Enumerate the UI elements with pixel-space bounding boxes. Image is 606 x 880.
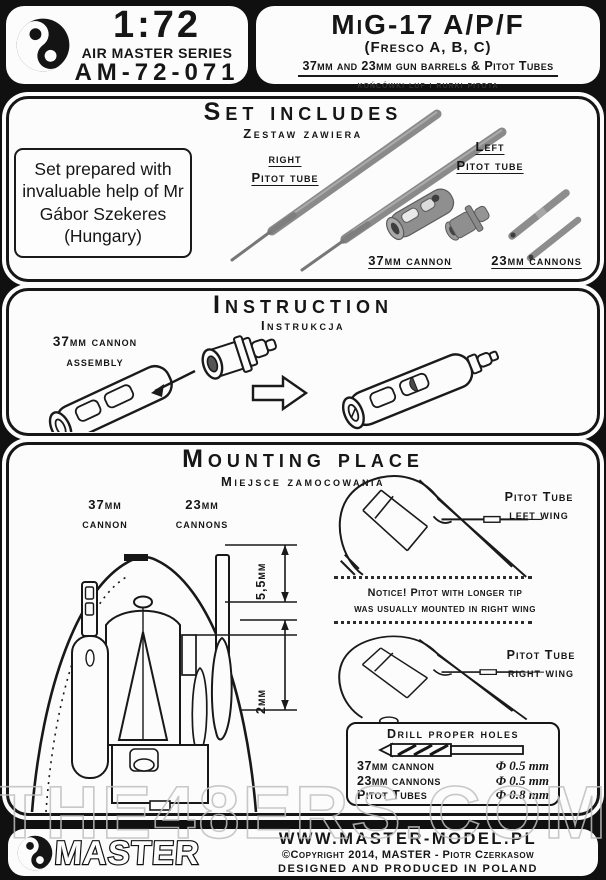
instruction-title-pl: Instrukcja	[260, 318, 346, 333]
mounting-title: Mounting place	[182, 445, 424, 473]
header-right-box: MiG-17 A/P/F (Fresco A, B, C) 37mm and 2…	[256, 6, 600, 91]
master-brand-icon	[16, 18, 70, 72]
assembly-diagram	[48, 335, 500, 432]
set-parts-illustration	[230, 109, 582, 272]
dotted-separator-top	[334, 576, 532, 579]
dimension-2mm: 2mm	[254, 689, 268, 714]
label-right-pitot: right Pitot tube	[251, 151, 319, 185]
drill-bit-icon	[378, 742, 524, 758]
drill-part: 37mm cannon	[357, 759, 435, 773]
website-url: WWW.MASTER-MODEL.PL	[278, 830, 538, 849]
pitot-left-wing-diagram	[338, 475, 543, 578]
series-label: AIR MASTER SERIES	[81, 44, 233, 61]
dimension-5-5mm: 5,5mm	[254, 562, 268, 600]
footer-bar: MASTER WWW.MASTER-MODEL.PL ©Copyright 20…	[8, 829, 598, 876]
drill-diameter: Φ 0.8 mm	[495, 787, 549, 802]
scale-label: 1:72	[112, 3, 202, 46]
mounting-title-pl: Miejsce zamocowania	[221, 474, 385, 489]
label-23mm-cannons: 23mm cannons	[491, 253, 582, 268]
label-mount-23mm: 23mm cannons	[175, 497, 229, 531]
product-variant: (Fresco A, B, C)	[364, 39, 492, 56]
label-37mm-cannon: 37mm cannon	[368, 253, 452, 268]
master-brand-icon	[17, 835, 53, 870]
product-title: MiG-17 A/P/F	[331, 9, 525, 40]
label-37mm-assembly: 37mm cannon assembly	[52, 334, 138, 369]
label-left-pitot: Left Pitot tube	[456, 139, 524, 173]
product-subtitle: 37mm and 23mm gun barrels & Pitot Tubes	[298, 57, 558, 77]
dimension-lines	[195, 544, 297, 711]
drill-diameter: Φ 0.5 mm	[495, 758, 549, 773]
drill-title: Drill proper holes	[387, 727, 519, 741]
product-code: AM-72-071	[74, 58, 240, 86]
footer-text: WWW.MASTER-MODEL.PL ©Copyright 2014, MAS…	[222, 829, 590, 876]
drill-holes-box: Drill proper holes 37mm cannon Φ 0.5 mm …	[346, 722, 560, 806]
credit-note: Set prepared with invaluable help of Mr …	[14, 148, 192, 258]
label-pitot-right-wing: Pitot Tube right wing	[506, 648, 576, 681]
pitot-right-wing-diagram	[338, 635, 544, 727]
drill-row: 23mm cannons Φ 0.5 mm	[357, 772, 549, 789]
svg-text:MASTER: MASTER	[54, 835, 201, 872]
set-includes-title: Set includes	[203, 98, 403, 126]
set-includes-title-pl: Zestaw zawiera	[243, 126, 363, 141]
drill-diameter: Φ 0.5 mm	[495, 772, 549, 788]
header-left-box: 1:72 AIR MASTER SERIES AM-72-071	[6, 6, 248, 84]
dotted-separator-bottom	[334, 621, 532, 624]
label-mount-37mm: 37mm cannon	[82, 497, 128, 531]
product-subtitle-pl: końcówki luf i rurki pitota	[357, 79, 499, 91]
copyright-line: ©Copyright 2014, MASTER - Piotr Czerkaso…	[281, 849, 535, 862]
notice-text: Notice! Pitot with longer tip was usuall…	[354, 587, 536, 616]
drill-row: 37mm cannon Φ 0.5 mm	[357, 758, 549, 774]
instruction-title: Instruction	[213, 291, 393, 319]
drill-part: Pitot Tubes	[357, 788, 428, 802]
master-logotype: MASTER	[54, 833, 202, 872]
nose-cross-section-diagram	[30, 554, 258, 812]
drill-row: Pitot Tubes Φ 0.8 mm	[357, 787, 549, 803]
made-in-line: DESIGNED AND PRODUCED IN POLAND	[278, 862, 538, 875]
drill-part: 23mm cannons	[357, 773, 441, 788]
label-pitot-left-wing: Pitot Tube left wing	[504, 490, 574, 523]
